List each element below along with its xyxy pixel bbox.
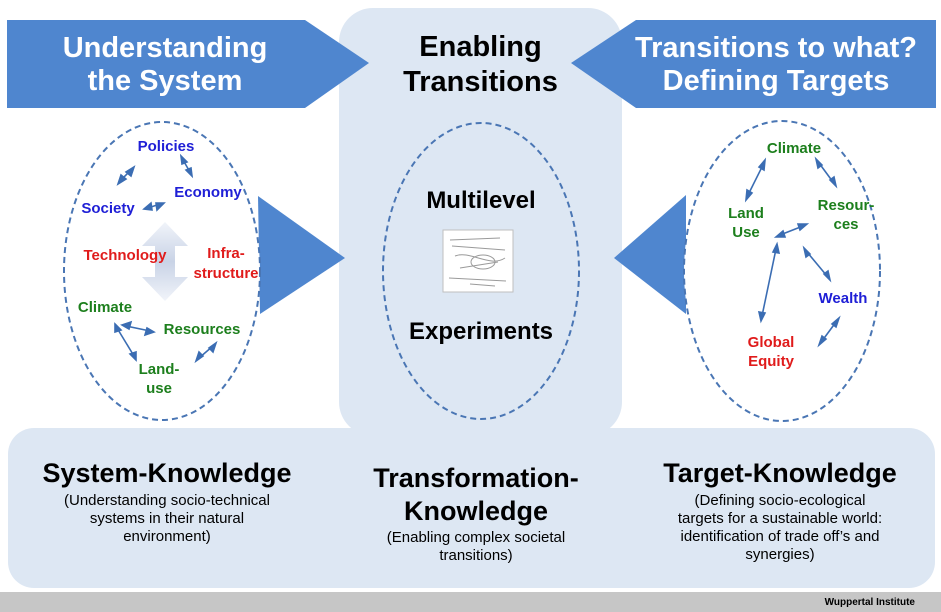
left-relation-arrows xyxy=(114,153,218,364)
multilevel-label: Multilevel xyxy=(426,187,536,214)
economy-label: Economy xyxy=(174,184,242,201)
tech-infra-double-arrow xyxy=(142,222,188,301)
equity-line1: Global xyxy=(747,334,795,351)
right-banner-arrow xyxy=(571,20,936,108)
target-sub-line4: synergies) xyxy=(745,546,815,563)
transformation-knowledge-description: (Enabling complex societal transitions) xyxy=(330,529,622,565)
transformation-sub-line1: (Enabling complex societal xyxy=(386,529,566,546)
system-knowledge-title: System-Knowledge xyxy=(42,458,292,488)
multilevel-sketch-thumbnail xyxy=(442,229,514,293)
system-sub-line2: systems in their natural xyxy=(89,510,245,527)
center-title-line2: Transitions xyxy=(403,66,558,98)
right-relation-arrows xyxy=(744,156,841,348)
transformation-title-line2: Knowledge xyxy=(403,496,548,526)
right-pointer-arrow xyxy=(614,195,686,314)
transformation-sub-line2: transitions) xyxy=(439,547,513,564)
landuse-label-right: Land Use xyxy=(714,204,778,242)
policies-label: Policies xyxy=(137,138,195,155)
right-target-ellipse xyxy=(683,120,881,422)
target-sub-line3: identification of trade off’s and xyxy=(680,528,880,545)
landuse-right-line2: Use xyxy=(732,224,760,241)
understanding-system-banner: Understanding the System xyxy=(22,32,308,98)
defining-targets-banner: Transitions to what? Defining Targets xyxy=(614,32,938,98)
center-title-line1: Enabling xyxy=(419,31,542,63)
experiments-label: Experiments xyxy=(408,318,554,345)
footer-bar: Wuppertal Institute xyxy=(0,592,941,612)
equity-line2: Equity xyxy=(748,353,794,370)
knowledge-panel xyxy=(8,428,935,588)
left-banner-arrow xyxy=(7,20,369,108)
footer-institute-label: Wuppertal Institute xyxy=(824,597,915,608)
enabling-transitions-title: Enabling Transitions xyxy=(340,30,621,100)
resources-label-right: Resour- ces xyxy=(804,196,888,234)
resources-label-left: Resources xyxy=(163,321,241,338)
banner-right-line1: Transitions to what? xyxy=(635,32,917,64)
landuse-left-line2: use xyxy=(146,380,172,397)
resources-right-line2: ces xyxy=(833,216,859,233)
infrastructure-label: Infra- structure xyxy=(188,244,264,284)
system-sub-line3: environment) xyxy=(123,528,211,545)
left-pointer-arrow xyxy=(258,196,345,314)
global-equity-label: Global Equity xyxy=(733,333,809,371)
climate-label-left: Climate xyxy=(77,299,133,316)
system-sub-line1: (Understanding socio-technical xyxy=(64,492,270,509)
transformation-knowledge-title: Transformation- Knowledge xyxy=(330,462,622,528)
banner-right-line2: Defining Targets xyxy=(662,65,890,97)
banner-left-line2: the System xyxy=(87,65,243,97)
technology-label: Technology xyxy=(83,247,167,264)
landuse-label-left: Land- use xyxy=(131,360,187,398)
transformation-title-line1: Transformation- xyxy=(373,463,579,493)
society-label: Society xyxy=(81,200,135,217)
climate-label-right: Climate xyxy=(766,140,822,157)
banner-left-line1: Understanding xyxy=(62,32,268,64)
resources-right-line1: Resour- xyxy=(817,197,875,214)
target-knowledge-title: Target-Knowledge xyxy=(663,458,897,488)
target-sub-line2: targets for a sustainable world: xyxy=(677,510,883,527)
landuse-left-line1: Land- xyxy=(138,361,180,378)
system-knowledge-block: System-Knowledge (Understanding socio-te… xyxy=(12,457,322,546)
infrastructure-line2: structure xyxy=(193,265,259,282)
target-knowledge-block: Target-Knowledge (Defining socio-ecologi… xyxy=(630,457,930,564)
system-knowledge-description: (Understanding socio-technical systems i… xyxy=(12,492,322,546)
target-sub-line1: (Defining socio-ecological xyxy=(694,492,866,509)
infrastructure-line1: Infra- xyxy=(207,245,245,262)
landuse-right-line1: Land xyxy=(728,205,764,222)
target-knowledge-description: (Defining socio-ecological targets for a… xyxy=(630,492,930,564)
transformation-knowledge-block: Transformation- Knowledge (Enabling comp… xyxy=(330,462,622,565)
wealth-label: Wealth xyxy=(818,290,868,307)
